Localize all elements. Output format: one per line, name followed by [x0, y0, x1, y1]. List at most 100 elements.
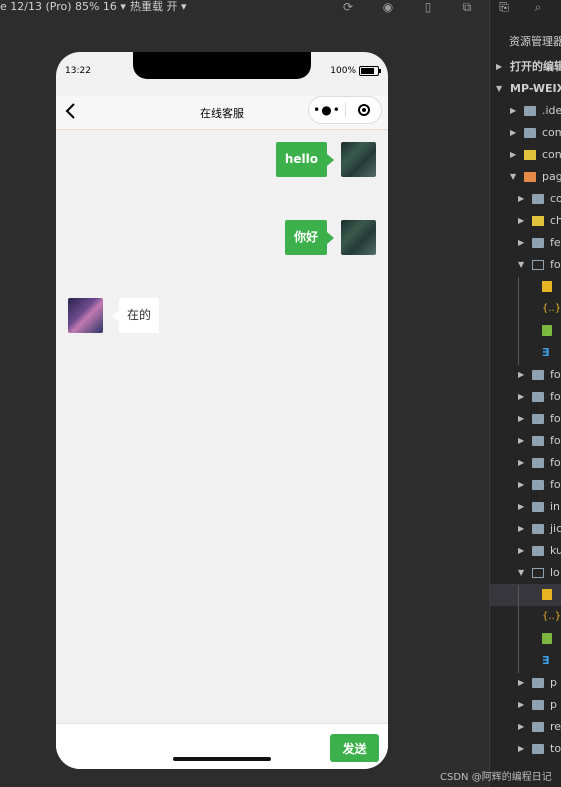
json-file-icon: {..}: [542, 611, 561, 622]
folder-icon: [532, 480, 544, 490]
tree-item[interactable]: ▶ ku: [490, 540, 561, 562]
user-avatar: [341, 142, 376, 177]
folder-icon: [532, 260, 544, 270]
chevron-right-icon[interactable]: ▶: [518, 700, 525, 709]
chevron-down-icon[interactable]: ▼: [518, 260, 525, 269]
folder-icon: [524, 172, 536, 182]
tree-item[interactable]: ▶fe: [490, 232, 561, 254]
tree-item-label: pag: [542, 170, 561, 183]
tree-item-label: fo: [550, 478, 561, 491]
chevron-right-icon[interactable]: ▶: [518, 722, 525, 731]
chevron-right-icon[interactable]: ▶: [496, 62, 503, 71]
tree-item[interactable]: [490, 276, 561, 298]
tree-item-label: fo: [550, 434, 561, 447]
chevron-right-icon[interactable]: ▶: [518, 216, 525, 225]
status-time: 13:22: [65, 66, 91, 76]
chevron-down-icon[interactable]: ▼: [518, 568, 525, 577]
tree-item[interactable]: ▼ pag: [490, 166, 561, 188]
chat-area[interactable]: hello 你好 在的: [56, 130, 388, 723]
close-capsule-button[interactable]: [346, 104, 381, 116]
chevron-right-icon[interactable]: ▶: [518, 392, 525, 401]
tree-item[interactable]: ▶p: [490, 694, 561, 716]
json-file-icon: {..}: [542, 303, 561, 314]
stop-icon[interactable]: ◉: [382, 0, 394, 14]
back-arrow-icon[interactable]: [64, 102, 82, 122]
tree-item[interactable]: ∃: [490, 650, 561, 672]
tree-item[interactable]: ▼MP-WEIXI: [490, 78, 561, 100]
tree-item[interactable]: ▶ com: [490, 122, 561, 144]
tree-item[interactable]: ▶ to: [490, 738, 561, 760]
tree-item[interactable]: ▶打开的编辑: [490, 56, 561, 78]
folder-icon: [532, 502, 544, 512]
folder-icon: [532, 238, 544, 248]
tree-item-label: com: [542, 126, 561, 139]
more-dots-icon[interactable]: •●•: [313, 103, 341, 117]
tree-item[interactable]: ▶ fo: [490, 474, 561, 496]
folder-icon: [524, 128, 536, 138]
chevron-right-icon[interactable]: ▶: [510, 128, 517, 137]
chevron-right-icon[interactable]: ▶: [518, 238, 525, 247]
folder-icon: [532, 678, 544, 688]
chevron-right-icon[interactable]: ▶: [518, 524, 525, 533]
message-row: hello: [275, 142, 376, 177]
tree-item[interactable]: [490, 584, 561, 606]
chevron-right-icon[interactable]: ▶: [518, 194, 525, 203]
tree-item[interactable]: {..}: [490, 606, 561, 628]
chevron-right-icon[interactable]: ▶: [518, 678, 525, 687]
tree-item[interactable]: ▶fo: [490, 386, 561, 408]
folder-icon: [532, 436, 544, 446]
tree-item[interactable]: ▼lo: [490, 562, 561, 584]
phone-icon[interactable]: ▯: [424, 0, 432, 14]
chevron-down-icon[interactable]: ▼: [510, 172, 517, 181]
chevron-right-icon[interactable]: ▶: [518, 414, 525, 423]
tree-item[interactable]: {..}: [490, 298, 561, 320]
tree-item[interactable]: ▶fo: [490, 364, 561, 386]
chevron-right-icon[interactable]: ▶: [510, 150, 517, 159]
chevron-right-icon[interactable]: ▶: [518, 370, 525, 379]
tree-item[interactable]: ▶co: [490, 188, 561, 210]
chevron-right-icon[interactable]: ▶: [510, 106, 517, 115]
battery-icon: [359, 66, 381, 76]
hot-reload-toggle[interactable]: 热重载 开 ▾: [130, 0, 187, 13]
phone-frame: 13:22 100% 在线客服 •●• hello 你好 在的 发送: [56, 52, 388, 769]
tree-item[interactable]: ▶in: [490, 496, 561, 518]
search-icon[interactable]: ⌕: [534, 0, 542, 14]
tree-item-label: ku: [550, 544, 561, 557]
device-selector[interactable]: e 12/13 (Pro) 85% 16 ▾: [0, 0, 126, 13]
send-button[interactable]: 发送: [330, 734, 379, 762]
refresh-icon[interactable]: ⟳: [342, 0, 354, 14]
tree-item[interactable]: [490, 320, 561, 342]
tree-item[interactable]: ▶p: [490, 672, 561, 694]
tree-item-label: ch: [550, 214, 561, 227]
tree-item-label: to: [550, 742, 561, 755]
explorer-panel: ⎘ ⌕ 资源管理器 ▶打开的编辑▼MP-WEIXI▶.ide▶com▶con▼p…: [489, 0, 561, 787]
chevron-down-icon[interactable]: ▼: [496, 84, 503, 93]
capsule-divider: [345, 103, 346, 117]
tree-item[interactable]: ▶ jic: [490, 518, 561, 540]
tree-item-label: fo: [550, 258, 561, 271]
tree-item-label: fo: [550, 412, 561, 425]
tree-item[interactable]: ∃: [490, 342, 561, 364]
tree-item[interactable]: ▶ re: [490, 716, 561, 738]
chevron-right-icon[interactable]: ▶: [518, 744, 525, 753]
tree-item-label: jic: [550, 522, 561, 535]
tree-item[interactable]: ▶ fo: [490, 408, 561, 430]
tree-item[interactable]: ▶ ch: [490, 210, 561, 232]
message-bubble: 你好: [284, 220, 335, 255]
wxss-file-icon: ∃: [542, 654, 550, 667]
window-icon[interactable]: ⧉: [462, 0, 472, 14]
chevron-right-icon[interactable]: ▶: [518, 436, 525, 445]
indent-guide: [518, 277, 519, 365]
chevron-right-icon[interactable]: ▶: [518, 458, 525, 467]
files-icon[interactable]: ⎘: [499, 0, 509, 14]
chevron-right-icon[interactable]: ▶: [518, 480, 525, 489]
tree-item[interactable]: ▶fo: [490, 452, 561, 474]
tree-item[interactable]: [490, 628, 561, 650]
tree-item[interactable]: ▶.ide: [490, 100, 561, 122]
tree-item[interactable]: ▼ fo: [490, 254, 561, 276]
tree-item-label: re: [550, 720, 561, 733]
tree-item[interactable]: ▶con: [490, 144, 561, 166]
chevron-right-icon[interactable]: ▶: [518, 546, 525, 555]
tree-item[interactable]: ▶ fo: [490, 430, 561, 452]
chevron-right-icon[interactable]: ▶: [518, 502, 525, 511]
